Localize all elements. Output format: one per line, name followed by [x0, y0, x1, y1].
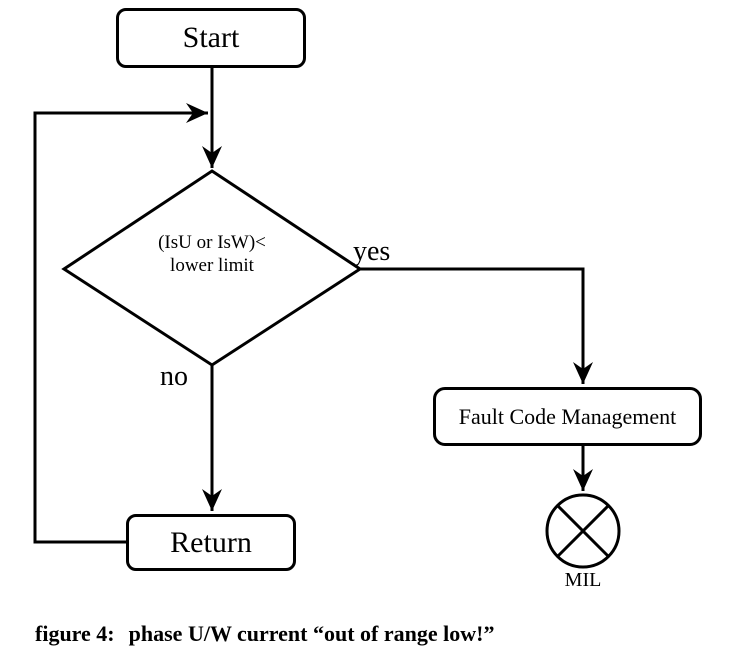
decision-node-line2: lower limit	[170, 255, 254, 276]
edge-return-loop-to-junction	[33, 103, 208, 544]
figure-caption-text: phase U/W current “out of range low!”	[128, 621, 495, 646]
mil-lamp-cross-line-2	[556, 504, 610, 558]
fault-code-management-node: Fault Code Management	[433, 387, 702, 446]
start-node-label: Start	[182, 21, 240, 54]
mil-lamp-label: MIL	[564, 569, 602, 591]
decision-node-text: (IsU or IsW)< lower limit	[111, 231, 313, 277]
decision-node-line1: (IsU or IsW)<	[158, 232, 266, 253]
fault-code-management-label: Fault Code Management	[458, 403, 677, 429]
figure-caption-number: figure 4:	[35, 621, 115, 646]
start-node: Start	[116, 8, 306, 68]
return-node: Return	[126, 514, 296, 571]
return-node-label: Return	[170, 525, 252, 559]
figure-caption: figure 4: phase U/W current “out of range…	[35, 621, 494, 647]
edge-yes-decision-to-fault	[360, 267, 593, 384]
yes-edge-label: yes	[353, 236, 391, 267]
decision-diamond-shape	[61, 169, 363, 367]
no-edge-label: no	[160, 361, 188, 392]
